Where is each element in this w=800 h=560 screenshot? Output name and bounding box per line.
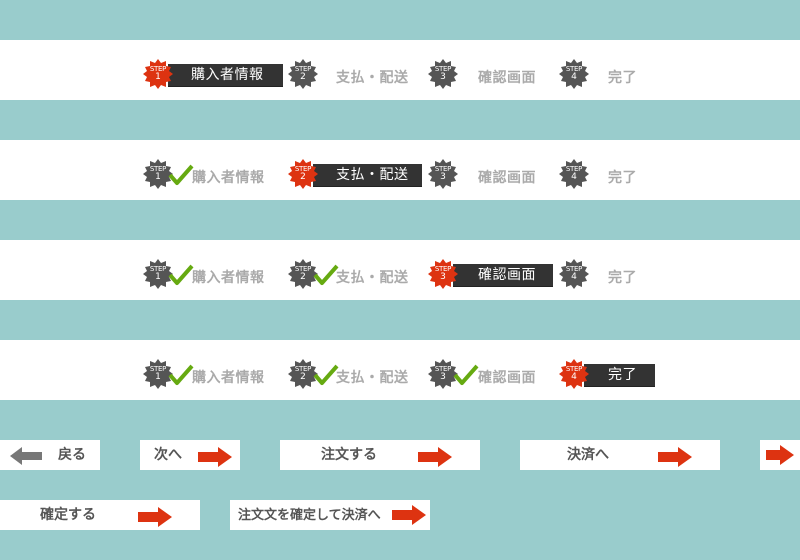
step-3-label: 確認画面: [478, 370, 536, 386]
burst-icon: [559, 59, 589, 89]
checkmark-icon: [453, 364, 479, 385]
burst-icon: [428, 159, 458, 189]
burst-icon: [143, 59, 173, 89]
step-1-label: 購入者情報: [168, 64, 283, 86]
arrow-left-icon: [10, 447, 42, 465]
step-3-label: 確認画面: [478, 70, 536, 86]
step-4-label: 完了: [608, 70, 637, 86]
burst-icon: [428, 59, 458, 89]
step-1-label: 購入者情報: [192, 170, 265, 186]
step-4-label: 完了: [608, 270, 637, 286]
burst-icon: [143, 159, 173, 189]
checkmark-icon: [168, 364, 194, 385]
step-2-label: 支払・配送: [336, 370, 409, 386]
step-badge-3: STEP 3: [427, 258, 459, 290]
step-progress-row-1: STEP 1 購入者情報 STEP 2 支払・配送 STEP 3 確認画面 ST…: [0, 40, 800, 100]
arrow-right-icon: [658, 447, 692, 467]
burst-icon: [143, 259, 173, 289]
arrow-right-icon: [418, 447, 452, 467]
order-button-label: 注文する: [321, 447, 377, 463]
step-progress-row-3: STEP 1 購入者情報 STEP 2 支払・配送 STEP 3 確認画面 ST…: [0, 240, 800, 300]
settle-button[interactable]: 決済へ: [520, 440, 720, 470]
arrow-right-icon: [198, 447, 232, 467]
step-badge-3: STEP 3: [427, 58, 459, 90]
step-3-label: 確認画面: [453, 264, 553, 286]
confirm-button[interactable]: 確定する: [0, 500, 200, 530]
burst-icon: [143, 359, 173, 389]
step-2-label: 支払・配送: [336, 270, 409, 286]
settle-button-label: 決済へ: [567, 447, 609, 463]
step-4-label: 完了: [584, 364, 655, 386]
back-button[interactable]: 戻る: [0, 440, 100, 470]
next-button-label: 次へ: [154, 447, 182, 463]
burst-icon: [288, 259, 318, 289]
step-badge-2: STEP 2: [287, 158, 319, 190]
checkmark-icon: [168, 164, 194, 185]
checkmark-icon: [313, 264, 339, 285]
step-badge-1: STEP 1: [142, 58, 174, 90]
burst-icon: [559, 159, 589, 189]
step-4-label: 完了: [608, 170, 637, 186]
step-badge-4: STEP 4: [558, 58, 590, 90]
next-button[interactable]: 次へ: [140, 440, 240, 470]
step-3-label: 確認画面: [478, 170, 536, 186]
order-button[interactable]: 注文する: [280, 440, 480, 470]
burst-icon: [428, 359, 458, 389]
step-2-label: 支払・配送: [313, 164, 422, 186]
checkmark-icon: [313, 364, 339, 385]
step-badge-4: STEP 4: [558, 358, 590, 390]
burst-icon: [559, 359, 589, 389]
burst-icon: [288, 359, 318, 389]
burst-icon: [428, 259, 458, 289]
burst-icon: [559, 259, 589, 289]
step-progress-row-2: STEP 1 購入者情報 STEP 2 支払・配送 STEP 3 確認画面 ST…: [0, 140, 800, 200]
burst-icon: [288, 59, 318, 89]
arrow-right-icon: [766, 445, 794, 465]
back-button-label: 戻る: [58, 447, 86, 463]
confirm-order-settle-label: 注文文を確定して決済へ: [238, 508, 381, 523]
step-badge-3: STEP 3: [427, 158, 459, 190]
burst-icon: [288, 159, 318, 189]
confirm-button-label: 確定する: [40, 507, 96, 523]
step-badge-4: STEP 4: [558, 258, 590, 290]
step-badge-4: STEP 4: [558, 158, 590, 190]
step-1-label: 購入者情報: [192, 370, 265, 386]
arrow-right-icon: [392, 505, 426, 525]
confirm-order-settle-button[interactable]: 注文文を確定して決済へ: [230, 500, 430, 530]
step-badge-2: STEP 2: [287, 58, 319, 90]
checkmark-icon: [168, 264, 194, 285]
step-progress-row-4: STEP 1 購入者情報 STEP 2 支払・配送 STEP 3 確認画面 ST…: [0, 340, 800, 400]
arrow-right-icon: [138, 507, 172, 527]
step-2-label: 支払・配送: [336, 70, 409, 86]
step-1-label: 購入者情報: [192, 270, 265, 286]
arrow-only-button[interactable]: [760, 440, 800, 470]
